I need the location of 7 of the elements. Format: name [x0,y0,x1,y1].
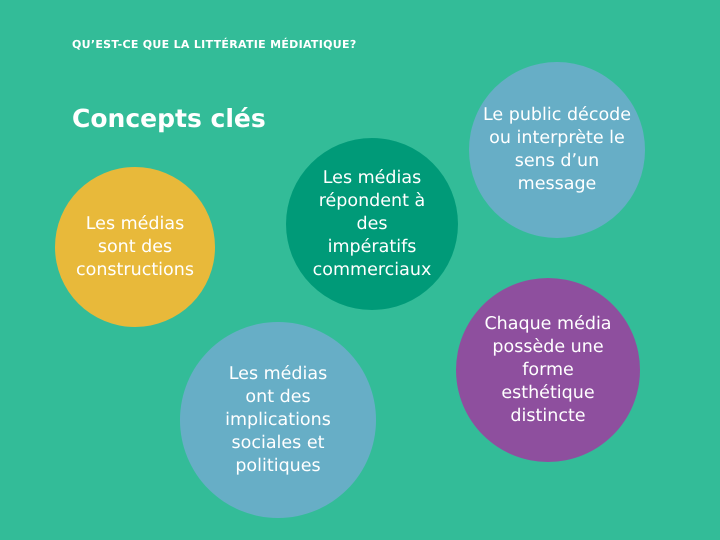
concept-text: Le public décode ou interprète le sens d’un message [482,104,632,196]
title: Concepts clés [72,104,266,133]
concept-text: Les médias répondent à des impératifs commerciaux [312,166,432,282]
concept-text: Chaque média possède une forme esthétique distincte [483,312,613,428]
concept-text: Les médias sont des constructions [75,212,195,282]
header-text: QU’EST-CE QUE LA LITTÉRATIE MÉDIATIQUE? [72,38,357,51]
concept-text: Les médias ont des implications sociales et politiques [224,362,332,478]
